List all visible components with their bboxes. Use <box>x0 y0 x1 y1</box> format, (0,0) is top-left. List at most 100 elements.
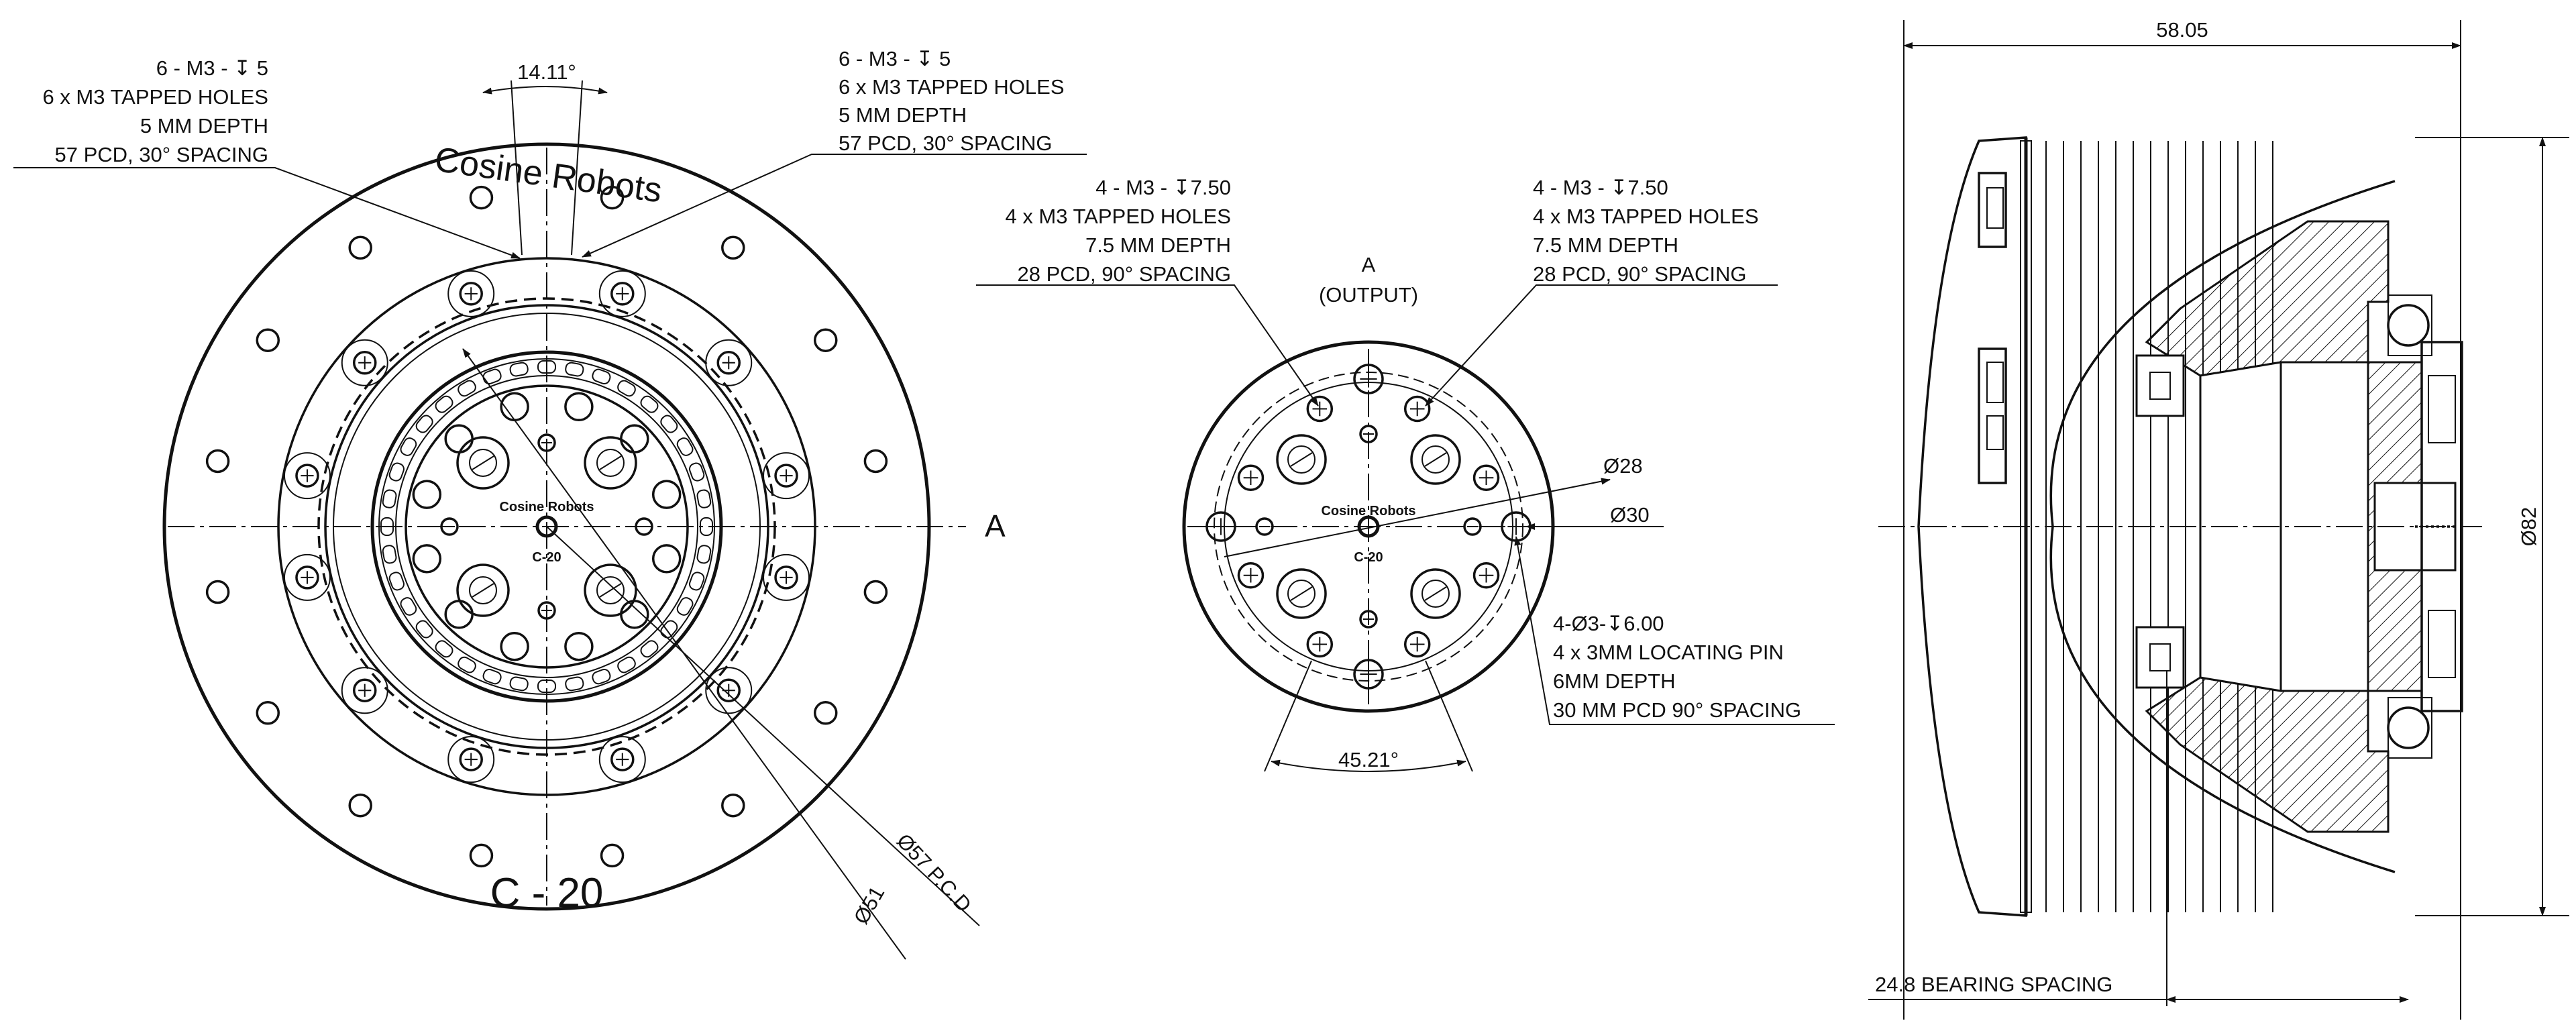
flange-lobe <box>705 339 753 386</box>
tapped-hole <box>295 565 319 590</box>
output-bolt <box>1287 580 1316 608</box>
output-bolt <box>1421 580 1450 608</box>
callout-line: 7.5 MM DEPTH <box>1533 233 1678 257</box>
hub-hole <box>564 631 594 661</box>
flange-lobe <box>598 736 646 783</box>
callout-line: 57 PCD, 30° SPACING <box>55 143 269 166</box>
output-holes <box>1205 364 1532 690</box>
hub-hole <box>444 600 474 629</box>
mounting-hole <box>469 843 494 868</box>
output-bolt <box>1287 445 1316 474</box>
middle-view: A (OUTPUT) 4 - M3 - ↧7.50 4 x M3 TAPPED … <box>976 176 1835 772</box>
hub-hole <box>412 480 442 509</box>
tapped-hole <box>610 282 635 306</box>
m3-tapped-hole <box>1472 464 1500 492</box>
flange-lobe <box>283 452 331 500</box>
tapped-hole <box>716 351 741 375</box>
roller <box>617 656 636 673</box>
hub-model: C-20 <box>532 550 561 565</box>
tapped-hole <box>716 678 741 702</box>
left-angle-label: 14.11° <box>517 60 576 84</box>
mounting-hole <box>600 185 625 210</box>
bearing-spacing-label: 24.8 BEARING SPACING <box>1875 973 2112 996</box>
locating-pin-hole <box>1353 659 1384 690</box>
roller <box>400 597 417 616</box>
hub-bolt <box>469 449 497 477</box>
middle-angle-label: 45.21° <box>1338 748 1399 771</box>
roller <box>660 620 678 639</box>
hub-bolt-counterbore <box>584 436 637 490</box>
locating-pin-hole <box>1205 511 1236 542</box>
dim-30-label: Ø30 <box>1610 503 1650 527</box>
roller <box>382 489 397 508</box>
callout-line: 28 PCD, 90° SPACING <box>1533 262 1747 286</box>
mounting-hole <box>721 793 745 818</box>
tapped-hole <box>774 565 798 590</box>
roller <box>509 362 529 377</box>
callout-line: 6 x M3 TAPPED HOLES <box>42 85 268 109</box>
hub-hole <box>500 631 529 661</box>
callout-line: 5 MM DEPTH <box>839 103 967 127</box>
brand-engraving: Cosine Robots <box>432 140 664 211</box>
roller <box>640 640 659 658</box>
view-subtitle: (OUTPUT) <box>1319 283 1418 307</box>
output-bolt-counterbore <box>1410 568 1461 619</box>
view-title: A <box>1362 253 1376 276</box>
right-view: 58.05 Ø82 24.8 BEARING SPACING <box>1868 18 2569 1020</box>
tapped-hole <box>353 678 377 702</box>
output-bolt-counterbore <box>1276 568 1327 619</box>
m3-tapped-hole <box>1403 631 1431 658</box>
hub-hole <box>444 424 474 453</box>
tapped-hole <box>353 351 377 375</box>
roller <box>696 545 712 564</box>
outer-mounting-holes <box>205 185 888 868</box>
tapped-hole <box>459 747 483 771</box>
mounting-hole <box>863 580 888 604</box>
hub-hole <box>620 424 649 453</box>
roller <box>565 362 584 377</box>
roller <box>458 656 476 673</box>
m3-tapped-hole <box>1237 561 1265 589</box>
middle-callout-left: 4 - M3 - ↧7.50 4 x M3 TAPPED HOLES 7.5 M… <box>1005 176 1231 286</box>
locating-pin-hole <box>1353 364 1384 394</box>
mounting-hole <box>205 449 230 474</box>
tapped-hole <box>610 747 635 771</box>
width-dim-label: 58.05 <box>2156 18 2208 42</box>
flange-lobe <box>341 339 388 386</box>
hub-bolt-counterbore <box>456 436 510 490</box>
left-callout-top-right: 6 - M3 - ↧ 5 6 x M3 TAPPED HOLES 5 MM DE… <box>839 47 1065 155</box>
flange-lobe <box>763 452 810 500</box>
dim-pcd-label: Ø57 P.C.D <box>892 829 976 917</box>
callout-line: 4 - M3 - ↧7.50 <box>1533 176 1668 199</box>
hub-bolt <box>596 576 625 604</box>
roller <box>640 395 659 413</box>
flange-lobe <box>283 553 331 601</box>
roller <box>688 462 705 482</box>
flange-lobe <box>763 553 810 601</box>
tapped-hole <box>774 464 798 488</box>
output-bolt-counterbore <box>1276 434 1327 485</box>
tapped-hole <box>459 282 483 306</box>
small-pin <box>1359 425 1378 443</box>
left-callout-top-left: 6 - M3 - ↧ 5 6 x M3 TAPPED HOLES 5 MM DE… <box>42 56 268 166</box>
hub-hole <box>651 480 682 509</box>
roller <box>415 620 433 639</box>
section-marker: A <box>985 508 1006 543</box>
roller <box>660 415 678 433</box>
mounting-hole <box>600 843 625 868</box>
m3-tapped-hole <box>1403 395 1431 423</box>
roller <box>565 676 584 692</box>
hub-brand: Cosine Robots <box>499 500 594 514</box>
flange-lobe <box>705 667 753 714</box>
hub-hole <box>651 544 682 574</box>
mounting-hole <box>348 793 372 818</box>
hub-bolt <box>596 449 625 477</box>
output-bolt-counterbore <box>1410 434 1461 485</box>
roller <box>592 668 611 685</box>
roller <box>415 415 433 433</box>
roller <box>388 462 405 482</box>
roller <box>688 572 705 591</box>
roller <box>676 437 694 456</box>
hub-hole <box>620 600 649 629</box>
